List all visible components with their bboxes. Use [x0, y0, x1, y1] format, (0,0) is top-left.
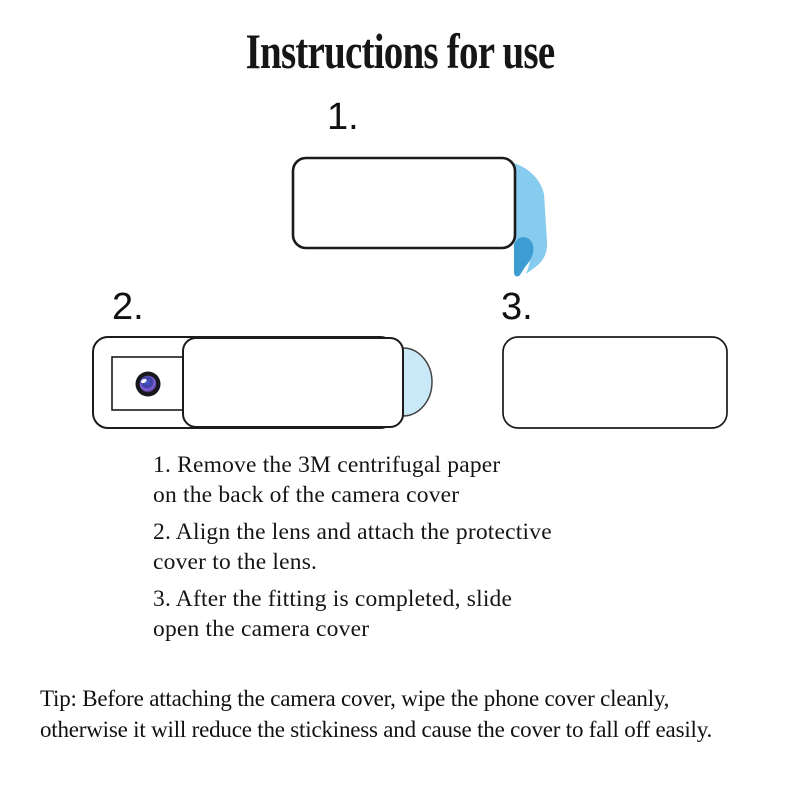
step-3-illustration	[502, 336, 728, 429]
sticker-peel-front	[514, 163, 548, 274]
sticker-peel-underside	[514, 237, 534, 277]
slide-cover-shape	[182, 337, 404, 428]
camera-cover-shape	[291, 156, 517, 250]
instruction-list: 1. Remove the 3M centrifugal paper on th…	[153, 450, 552, 651]
instruction-step-1: 1. Remove the 3M centrifugal paper on th…	[153, 452, 501, 508]
instruction-step-3: 3. After the fitting is completed, slide…	[153, 586, 513, 642]
step-1-illustration	[291, 156, 548, 277]
camera-lens-icon	[135, 371, 161, 397]
page-title: Instructions for use	[245, 23, 555, 79]
closed-cover-shape	[502, 336, 728, 429]
step-2-illustration	[92, 336, 433, 429]
step-1-number: 1.	[327, 96, 359, 138]
instruction-step-2: 2. Align the lens and attach the protect…	[153, 519, 552, 575]
step-2-number: 2.	[112, 286, 144, 328]
tip-text: Tip: Before attaching the camera cover, …	[40, 686, 713, 742]
step-3-number: 3.	[501, 286, 533, 328]
